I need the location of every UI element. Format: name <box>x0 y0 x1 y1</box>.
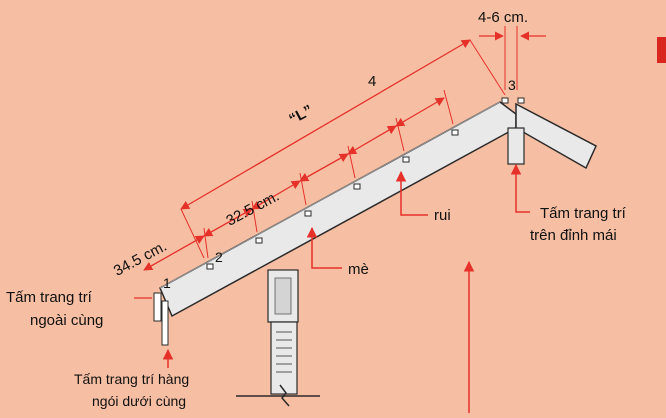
outer-trim-plate-inner <box>161 300 169 346</box>
outer-trim-label-2: ngoài cùng <box>30 312 103 329</box>
edge-marker <box>657 37 666 63</box>
purlin <box>206 263 214 270</box>
ridge-trim-label-2: trên đỉnh mái <box>530 227 617 244</box>
point-3-label: 3 <box>508 77 516 93</box>
purlin <box>402 156 410 163</box>
ridge-slope <box>515 102 597 170</box>
bottom-row-trim-label-2: ngói dưới cùng <box>92 393 186 409</box>
dim-L-ext-left <box>180 208 205 259</box>
purlin <box>304 210 312 217</box>
rafter-beam-edge <box>159 101 501 289</box>
purlin-label: mè <box>348 261 369 278</box>
dim-L-line <box>180 39 471 210</box>
dim-chain <box>143 97 445 271</box>
bottom-row-trim-label-1: Tấm trang trí hàng <box>74 371 189 387</box>
point-2-label: 2 <box>215 249 223 265</box>
dim-count-label: 4 <box>368 73 376 90</box>
purlin <box>517 97 525 104</box>
point-1-label: 1 <box>163 275 171 291</box>
rafter-beam <box>159 101 517 318</box>
ridge-trim-block <box>507 127 525 165</box>
dim-L-label: “L” <box>286 102 315 128</box>
dim-gap <box>479 26 546 90</box>
outer-trim-plate <box>153 292 162 322</box>
pointers <box>134 163 530 413</box>
support-post <box>236 269 320 407</box>
purlin <box>255 237 263 244</box>
purlin <box>451 129 459 136</box>
outer-trim-label-1: Tấm trang trí <box>6 289 93 306</box>
ridge-trim-label-1: Tấm trang trí <box>540 205 627 222</box>
dim-spacing-label: 32.5 cm. <box>223 188 282 230</box>
dim-first-label: 34.5 cm. <box>111 238 170 280</box>
dim-gap-label: 4-6 cm. <box>478 9 528 26</box>
dim-L-ext-right <box>469 39 506 96</box>
purlin <box>353 183 361 190</box>
purlin <box>501 97 509 104</box>
rafter-label: rui <box>434 207 451 224</box>
dim-chain-ticks <box>203 89 454 259</box>
